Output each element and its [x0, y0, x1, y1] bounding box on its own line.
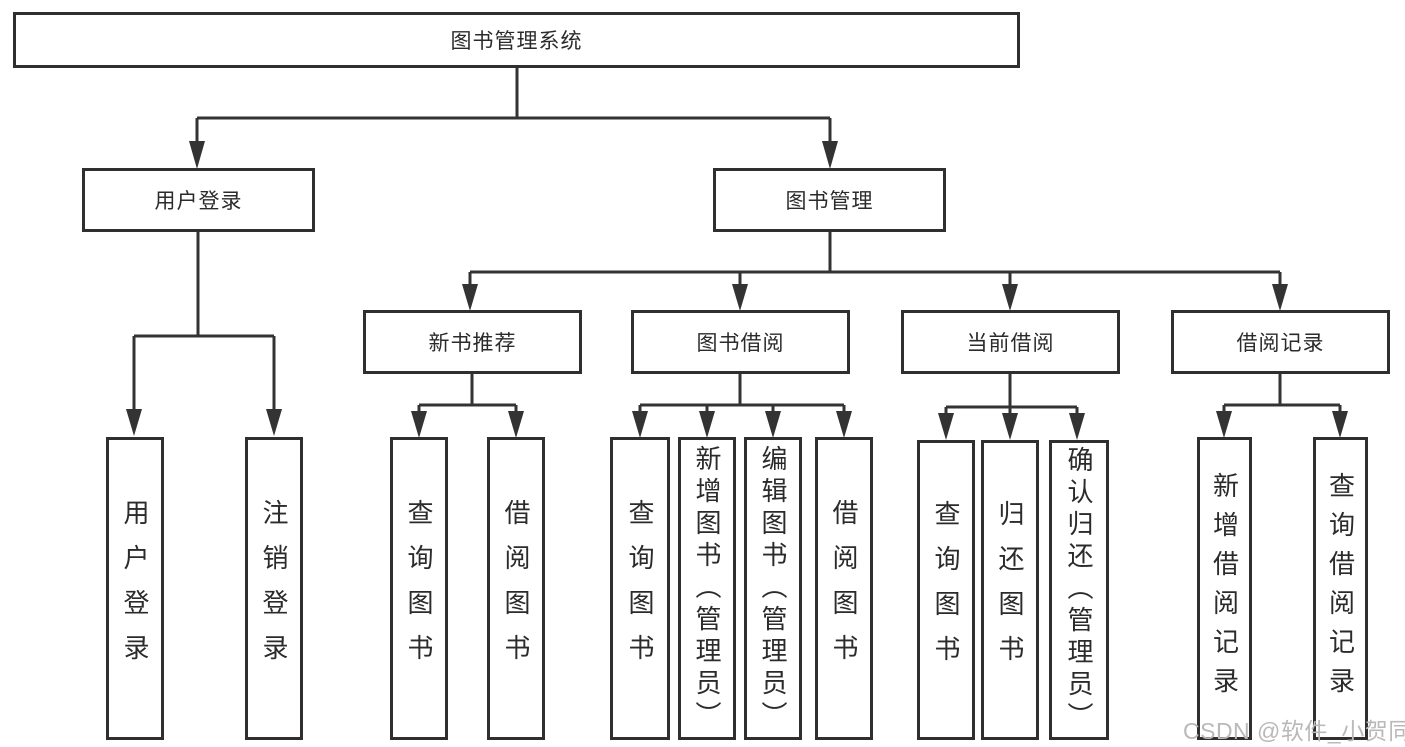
leaf-return-book: 归还图书	[981, 440, 1039, 740]
leaf-user-login: 用户登录	[106, 437, 164, 740]
leaf-logout: 注销登录	[245, 437, 303, 740]
leaf-borrow-book-1: 借阅图书	[487, 437, 545, 740]
node-new-book-recommend: 新书推荐	[363, 310, 582, 374]
arrowhead	[1216, 411, 1232, 438]
leaf-add-borrow-record: 新增借阅记录	[1197, 437, 1252, 740]
arrowhead	[1069, 413, 1085, 440]
arrowhead	[1002, 284, 1018, 311]
node-borrow-record: 借阅记录	[1171, 310, 1390, 374]
arrowhead	[822, 141, 838, 169]
node-current-borrow: 当前借阅	[901, 310, 1120, 374]
leaf-query-book-3: 查询图书	[917, 440, 975, 740]
leaf-edit-book-admin: 编辑图书（管理员）	[744, 437, 802, 740]
node-book-management: 图书管理	[713, 168, 946, 232]
node-label: 借阅记录	[1236, 332, 1325, 355]
connector-borrow-record	[1222, 374, 1342, 415]
node-label: 图书管理	[785, 190, 874, 213]
leaf-query-book-1: 查询图书	[390, 437, 448, 740]
connector-root	[195, 68, 832, 146]
node-label: 新增图书（管理员）	[692, 444, 722, 733]
node-label: 借阅图书	[829, 498, 859, 679]
arrowhead	[699, 411, 715, 438]
node-book-borrow: 图书借阅	[631, 310, 850, 374]
arrowhead	[1272, 284, 1288, 311]
arrowhead	[836, 411, 852, 438]
node-label: 查询图书	[404, 498, 434, 679]
connector-book-borrow	[638, 374, 846, 415]
node-label: 图书借阅	[696, 332, 785, 355]
node-label: 新增借阅记录	[1209, 471, 1240, 706]
connector-new-book	[417, 374, 518, 415]
arrowheads	[126, 141, 1348, 440]
node-label: 借阅图书	[501, 498, 531, 679]
node-label: 注销登录	[259, 498, 289, 679]
arrowhead	[508, 411, 524, 438]
node-root-label: 图书管理系统	[450, 30, 583, 53]
leaf-confirm-return-admin: 确认归还（管理员）	[1049, 440, 1109, 740]
node-label: 查询图书	[625, 498, 655, 679]
node-label: 用户登录	[120, 498, 150, 679]
arrowhead	[765, 411, 781, 438]
leaf-query-book-2: 查询图书	[610, 437, 670, 740]
connector-lines	[132, 68, 1342, 417]
leaf-borrow-book-2: 借阅图书	[815, 437, 873, 740]
node-label: 查询借阅记录	[1325, 471, 1356, 706]
arrowhead	[189, 141, 205, 169]
node-label: 查询图书	[931, 500, 961, 680]
leaf-add-book-admin: 新增图书（管理员）	[678, 437, 736, 740]
node-label: 用户登录	[154, 190, 243, 213]
arrowhead	[1002, 413, 1018, 440]
node-label: 编辑图书（管理员）	[758, 444, 788, 733]
connector-user-login	[132, 232, 276, 414]
node-label: 归还图书	[995, 500, 1025, 680]
connector-current-borrow	[944, 374, 1079, 417]
connector-book-management	[468, 232, 1282, 288]
arrowhead	[462, 284, 478, 311]
arrowhead	[126, 409, 142, 436]
arrowhead	[938, 413, 954, 440]
arrowhead	[632, 411, 648, 438]
node-label: 新书推荐	[428, 332, 517, 355]
node-root: 图书管理系统	[13, 12, 1020, 68]
node-label: 确认归还（管理员）	[1064, 446, 1094, 734]
leaf-query-borrow-record: 查询借阅记录	[1313, 437, 1368, 740]
arrowhead	[1332, 411, 1348, 438]
csdn-watermark: CSDN @软件_小贺同学	[1183, 718, 1405, 744]
arrowhead	[732, 284, 748, 311]
node-label: 当前借阅	[966, 332, 1055, 355]
arrowhead	[266, 409, 282, 436]
node-user-login: 用户登录	[82, 168, 315, 232]
arrowhead	[411, 411, 427, 438]
